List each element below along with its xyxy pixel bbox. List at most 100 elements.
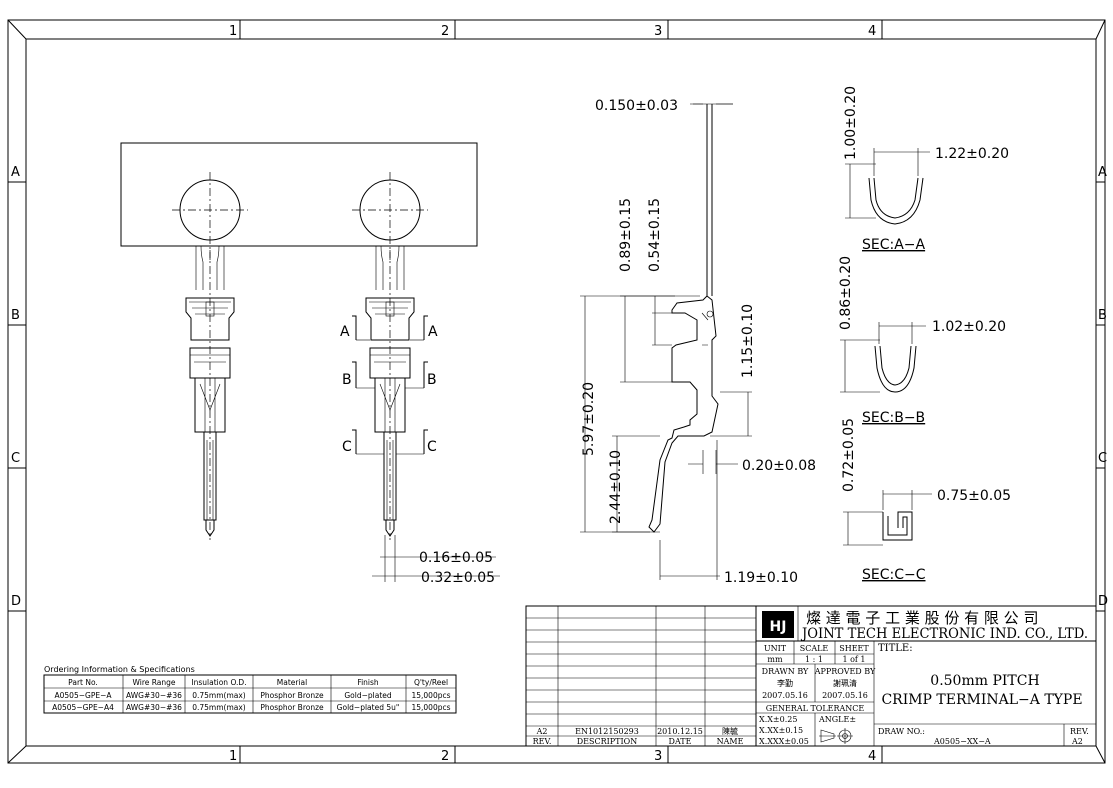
sec-b-height: 0.86±0.20: [838, 256, 854, 330]
col-label: 1: [229, 749, 237, 764]
approved-date: 2007.05.16: [822, 691, 868, 700]
row-label: A: [1098, 165, 1107, 180]
section-mark-c: C: [427, 439, 437, 455]
dim-contact-length: 2.44±0.10: [608, 450, 624, 524]
company-name-en: JOINT TECH ELECTRONIC IND. CO., LTD.: [800, 626, 1088, 642]
row-label: A: [11, 165, 20, 180]
scale-label: SCALE: [800, 644, 829, 653]
terminal-side-view: 0.150±0.03 5.97±0.20 2.44±0.10 0.89±0.15…: [580, 98, 816, 586]
sec-c-width: 0.75±0.05: [937, 488, 1011, 504]
spec-cell: Gold−plated: [344, 691, 392, 700]
carrier-strip-top-view: [120, 142, 478, 262]
spec-table-caption: Ordering Information & Specifications: [44, 665, 195, 674]
revision-block: A2 EN1012150293 2010.12.15 陳毓 REV. DESCR…: [525, 605, 757, 747]
dim-body-115: 1.15±0.10: [740, 304, 756, 378]
company-name-cn: 燦 達 電 子 工 業 股 份 有 限 公 司: [806, 609, 1038, 627]
section-a-a: 1.00±0.20 1.22±0.20 SEC:A−A: [843, 86, 1009, 253]
spec-cell: 15,000pcs: [411, 703, 450, 712]
spec-cell: Phosphor Bronze: [260, 703, 324, 712]
rev-label: REV.: [1070, 727, 1089, 736]
sec-b-label: SEC:B−B: [862, 410, 925, 426]
row-label: D: [1098, 594, 1108, 609]
section-mark-c: C: [342, 439, 352, 455]
drawn-date: 2007.05.16: [762, 691, 808, 700]
col-label: 2: [441, 24, 449, 39]
unit-value: mm: [767, 655, 783, 664]
rev-header-description: DESCRIPTION: [577, 737, 637, 746]
rev-value: A2: [1071, 737, 1083, 746]
scale-value: 1 : 1: [805, 655, 823, 664]
col-label: 3: [654, 749, 662, 764]
rev-header-rev: REV.: [533, 737, 552, 746]
dim-tip-length: 0.32±0.05: [421, 570, 495, 586]
dim-thickness: 0.150±0.03: [595, 98, 678, 114]
col-label: 3: [654, 24, 662, 39]
tolerance-3: X.XXX±0.05: [759, 737, 809, 746]
unit-label: UNIT: [764, 644, 787, 653]
spec-cell: AWG#30−#36: [126, 691, 182, 700]
title-block: HJ 燦 達 電 子 工 業 股 份 有 限 公 司 JOINT TECH EL…: [755, 605, 1097, 747]
approved-by: 謝珮清: [833, 678, 857, 688]
draw-no-label: DRAW NO.:: [878, 727, 925, 736]
approved-by-label: APPROVED BY: [814, 667, 876, 676]
col-label: 4: [868, 24, 876, 39]
sec-c-height: 0.72±0.05: [841, 418, 857, 492]
col-label: 4: [868, 749, 876, 764]
title-line-1: 0.50mm PITCH: [930, 673, 1039, 689]
rev-value: A2: [536, 727, 548, 736]
drawn-by-label: DRAWN BY: [762, 667, 809, 676]
row-label: D: [11, 594, 21, 609]
spec-cell: 0.75mm(max): [192, 703, 246, 712]
row-label: B: [11, 308, 20, 323]
spec-cell: A0505−GPE−A4: [52, 703, 114, 712]
spec-header: Finish: [357, 678, 379, 687]
rev-date: 2010.12.15: [657, 727, 703, 736]
general-tolerance-label: GENERAL TOLERANCE: [766, 704, 865, 713]
rev-header-date: DATE: [669, 737, 692, 746]
section-mark-a: A: [428, 324, 438, 340]
col-label: 1: [229, 24, 237, 39]
section-mark-b: B: [427, 372, 437, 388]
spec-cell: Phosphor Bronze: [260, 691, 324, 700]
dim-crimp-089: 0.89±0.15: [618, 198, 634, 272]
angle-label: ANGLE±: [818, 715, 856, 724]
dim-offset-020: 0.20±0.08: [742, 458, 816, 474]
spec-header: Insulation O.D.: [191, 678, 246, 687]
sec-a-height: 1.00±0.20: [843, 86, 859, 160]
spec-cell: 15,000pcs: [411, 691, 450, 700]
spec-cell: AWG#30−#36: [126, 703, 182, 712]
grid-labels: 1 2 3 4 1 2 3 4 A B C D A B C D: [11, 24, 1108, 764]
section-b-b: 0.86±0.20 1.02±0.20 SEC:B−B: [838, 256, 1006, 426]
sheet-value: 1 of 1: [842, 655, 865, 664]
spec-table: Ordering Information & Specifications Pa…: [43, 665, 457, 714]
title-line-2: CRIMP TERMINAL−A TYPE: [881, 692, 1082, 708]
dim-depth-119: 1.19±0.10: [724, 570, 798, 586]
spec-cell: Gold−plated 5u": [337, 703, 400, 712]
row-label: C: [1098, 451, 1107, 466]
dim-overall-length: 5.97±0.20: [581, 382, 597, 456]
dim-crimp-054: 0.54±0.15: [647, 198, 663, 272]
col-label: 2: [441, 749, 449, 764]
sec-b-width: 1.02±0.20: [932, 319, 1006, 335]
section-c-c: 0.72±0.05 0.75±0.05 SEC:C−C: [841, 418, 1011, 583]
spec-header: Material: [277, 678, 307, 687]
terminal-left: [185, 245, 235, 540]
company-logo: HJ: [762, 611, 794, 638]
spec-cell: A0505−GPE−A: [55, 691, 113, 700]
sec-a-width: 1.22±0.20: [935, 146, 1009, 162]
sec-c-label: SEC:C−C: [862, 567, 926, 583]
projection-symbol-icon: [819, 728, 853, 744]
sheet-label: SHEET: [839, 644, 869, 653]
sec-a-label: SEC:A−A: [862, 237, 926, 253]
title-label: TITLE:: [878, 643, 913, 654]
tolerance-1: X.X±0.25: [759, 715, 797, 724]
section-mark-b: B: [342, 372, 352, 388]
tolerance-2: X.XX±0.15: [759, 726, 803, 735]
rev-name: 陳毓: [722, 726, 738, 736]
rev-header-name: NAME: [717, 737, 744, 746]
section-mark-a: A: [340, 324, 350, 340]
terminal-right: A A B B C C 0.16±0.05 0.32±0.05: [340, 245, 500, 586]
row-label: C: [11, 451, 20, 466]
spec-header: Q'ty/Reel: [414, 678, 448, 687]
rev-description: EN1012150293: [575, 727, 639, 736]
